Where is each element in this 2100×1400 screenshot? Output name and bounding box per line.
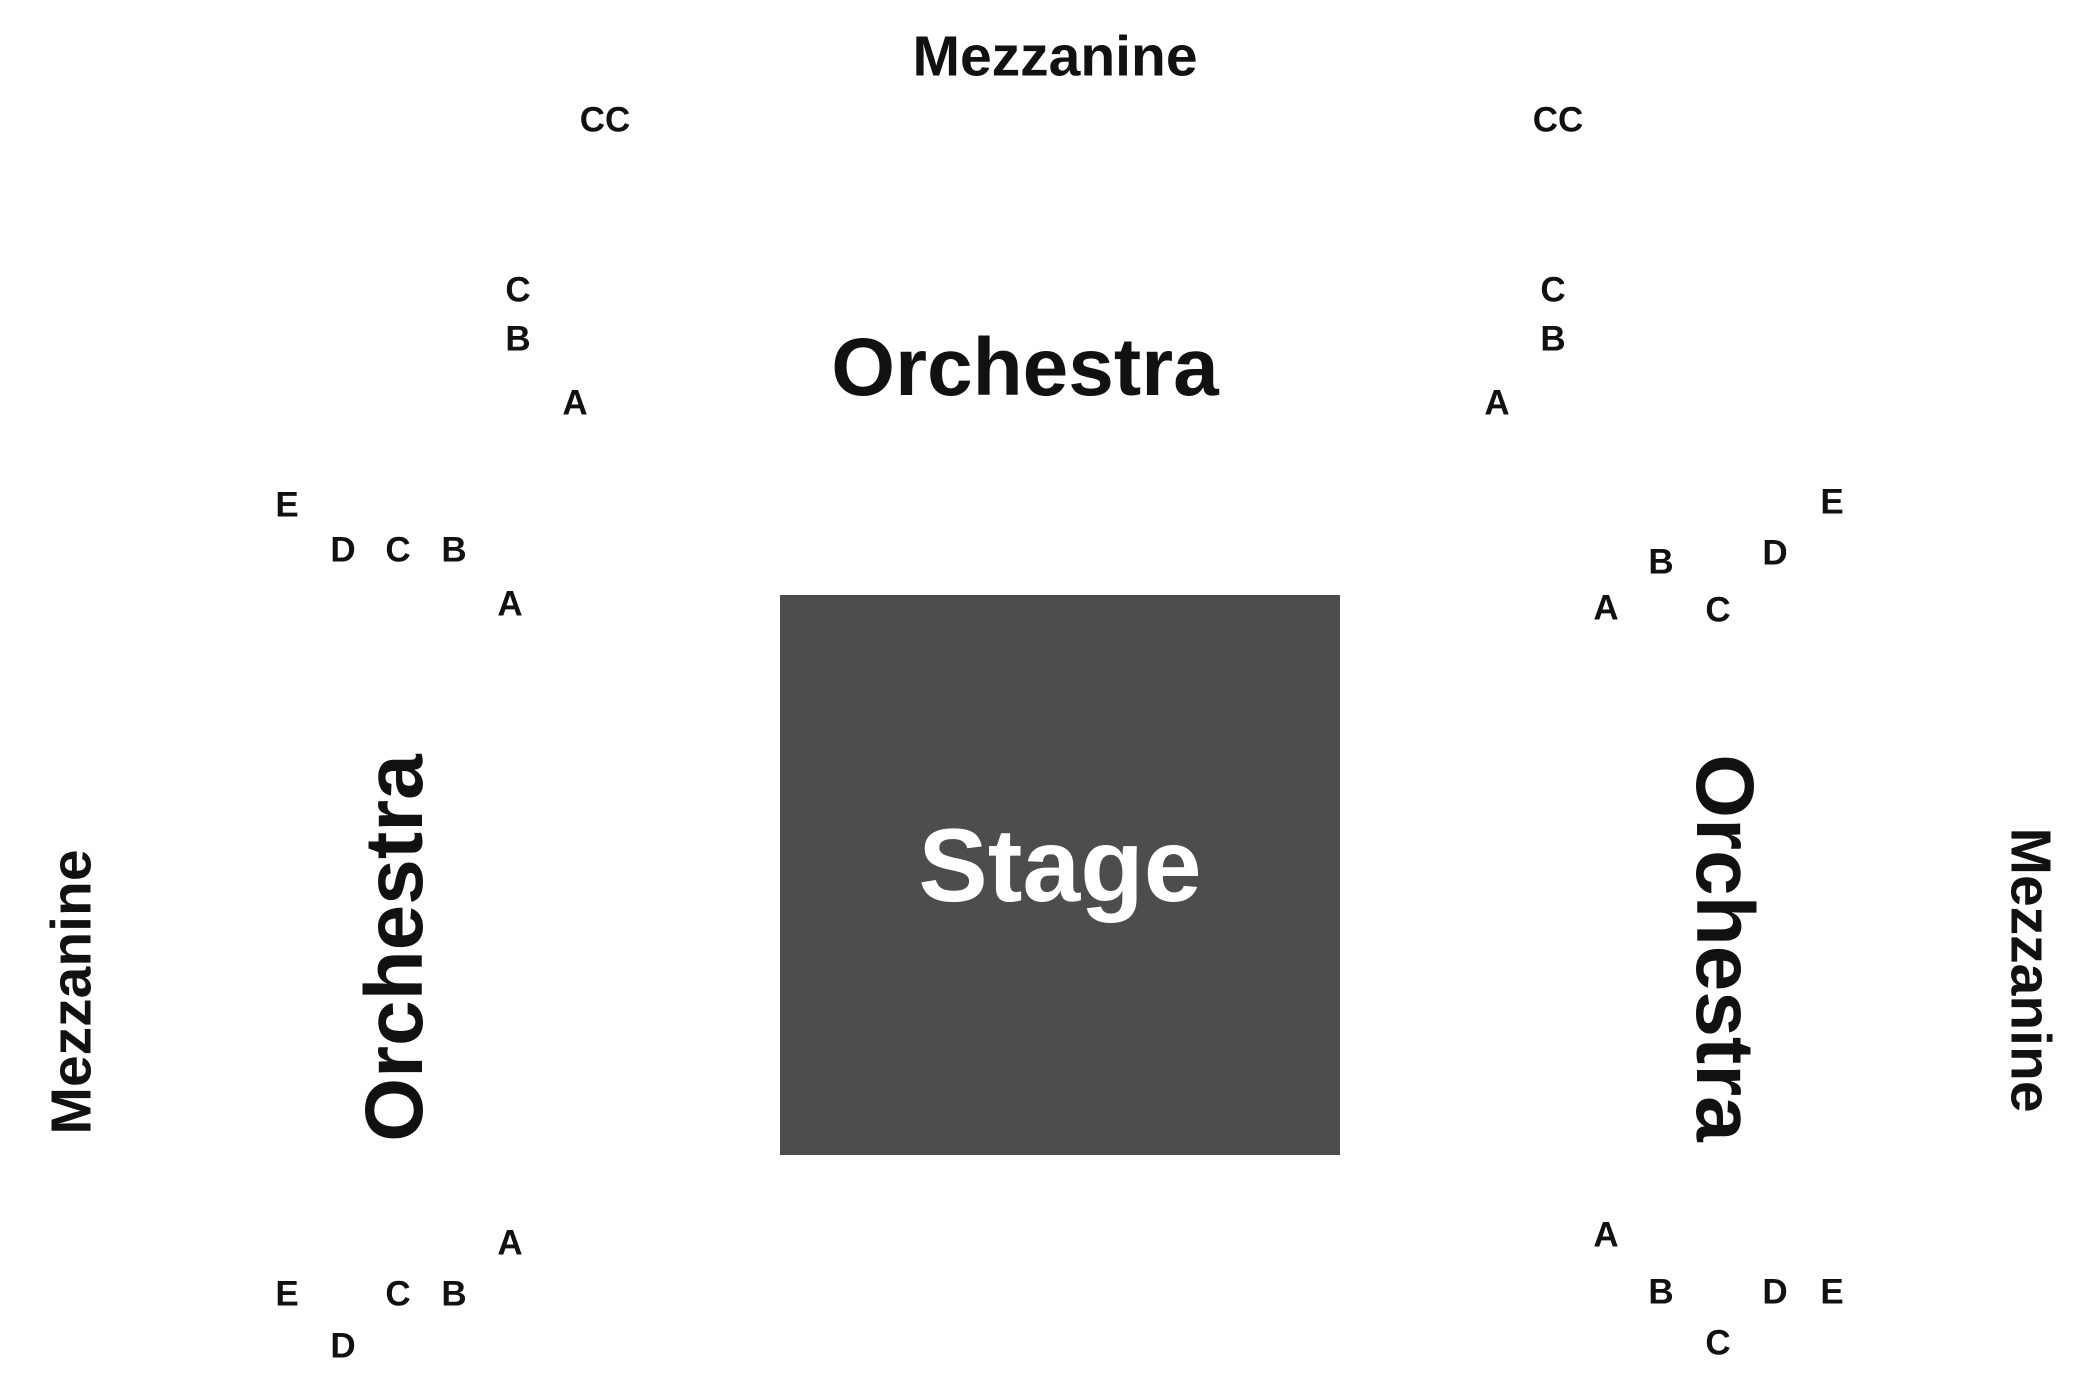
row-label-c: C [1705,590,1731,630]
row-label-a: A [562,383,588,423]
row-label-c: C [505,270,531,310]
row-label-cc: CC [579,100,631,140]
section-mezzanine-top[interactable]: Mezzanine [912,24,1198,89]
section-mezzanine-right[interactable]: Mezzanine [1998,827,2063,1113]
row-label-d: D [1762,533,1788,573]
row-label-b: B [1648,542,1674,582]
row-label-b: B [1540,319,1566,359]
row-label-b: B [441,1274,467,1314]
row-label-e: E [1820,482,1844,522]
row-label-e: E [275,1274,299,1314]
section-orchestra-left[interactable]: Orchestra [349,754,440,1142]
row-label-c: C [385,1274,411,1314]
section-mezzanine-left[interactable]: Mezzanine [39,849,104,1135]
row-label-e: E [1820,1272,1844,1312]
row-label-e: E [275,485,299,525]
row-label-d: D [1762,1272,1788,1312]
row-label-c: C [1705,1323,1731,1363]
row-label-b: B [441,530,467,570]
row-label-c: C [385,530,411,570]
row-label-d: D [330,1326,356,1366]
row-label-c: C [1540,270,1566,310]
row-label-a: A [1484,383,1510,423]
row-label-a: A [1593,1215,1619,1255]
section-orchestra-right[interactable]: Orchestra [1679,754,1770,1142]
row-label-b: B [505,319,531,359]
row-label-cc: CC [1532,100,1584,140]
section-orchestra-top[interactable]: Orchestra [831,322,1219,413]
row-label-a: A [497,584,523,624]
row-label-a: A [1593,588,1619,628]
row-label-a: A [497,1223,523,1263]
stage-label: Stage [918,808,1202,924]
row-label-d: D [330,530,356,570]
row-label-b: B [1648,1272,1674,1312]
stage[interactable]: Stage [780,595,1340,1155]
